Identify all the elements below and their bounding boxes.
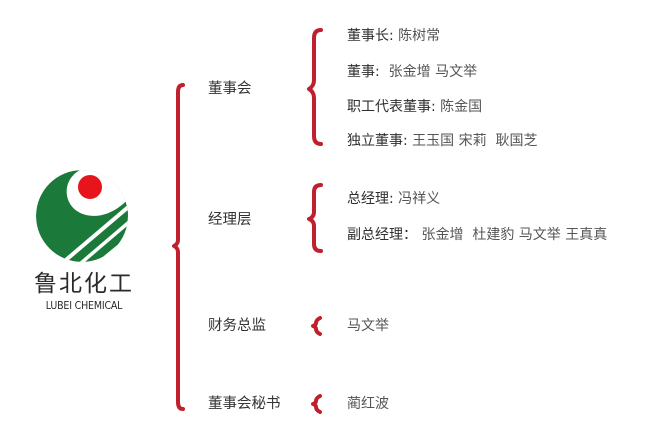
board-chairman-row: 董事长: 陈树常 (347, 26, 440, 46)
management-brace-icon (307, 183, 323, 253)
category-management: 经理层 (208, 212, 252, 228)
secretary-brace-icon (311, 394, 322, 414)
board-independent-directors-row: 独立董事: 王玉国 宋莉 耿国芝 (347, 131, 538, 151)
member-names: 陈树常 (393, 28, 441, 44)
role-label: 独立董事: (347, 133, 408, 149)
board-secretary-name: 蔺红波 (347, 396, 389, 412)
deputy-general-manager-row: 副总经理： 张金增 杜建豹 马文举 王真真 (347, 225, 607, 245)
cfo-brace-icon (311, 316, 322, 336)
company-logo (30, 165, 140, 265)
category-cfo: 财务总监 (208, 318, 266, 334)
member-names: 张金增 马文举 (379, 64, 478, 80)
member-names: 冯祥义 (393, 191, 441, 207)
cfo-name: 马文举 (347, 318, 389, 334)
category-board-secretary: 董事会秘书 (208, 396, 281, 412)
logo-name-chinese: 鲁北化工 (34, 271, 134, 297)
general-manager-row: 总经理: 冯祥义 (347, 189, 440, 209)
member-names: 张金增 杜建豹 马文举 王真真 (417, 227, 608, 243)
role-label: 董事: (347, 64, 380, 80)
main-bracket-icon (172, 83, 185, 411)
role-label: 副总经理： (347, 227, 417, 243)
logo-emblem-icon (36, 170, 128, 262)
category-board: 董事会 (208, 81, 252, 97)
member-names: 王玉国 宋莉 耿国芝 (407, 133, 538, 149)
role-label: 总经理: (347, 191, 394, 207)
logo-name-english: LUBEI CHEMICAL (45, 299, 123, 312)
role-label: 董事长: (347, 28, 394, 44)
role-label: 职工代表董事: (347, 99, 436, 115)
board-employee-director-row: 职工代表董事: 陈金国 (347, 97, 482, 117)
board-brace-icon (307, 28, 323, 146)
board-directors-row: 董事: 张金增 马文举 (347, 62, 477, 82)
member-names: 陈金国 (435, 99, 483, 115)
